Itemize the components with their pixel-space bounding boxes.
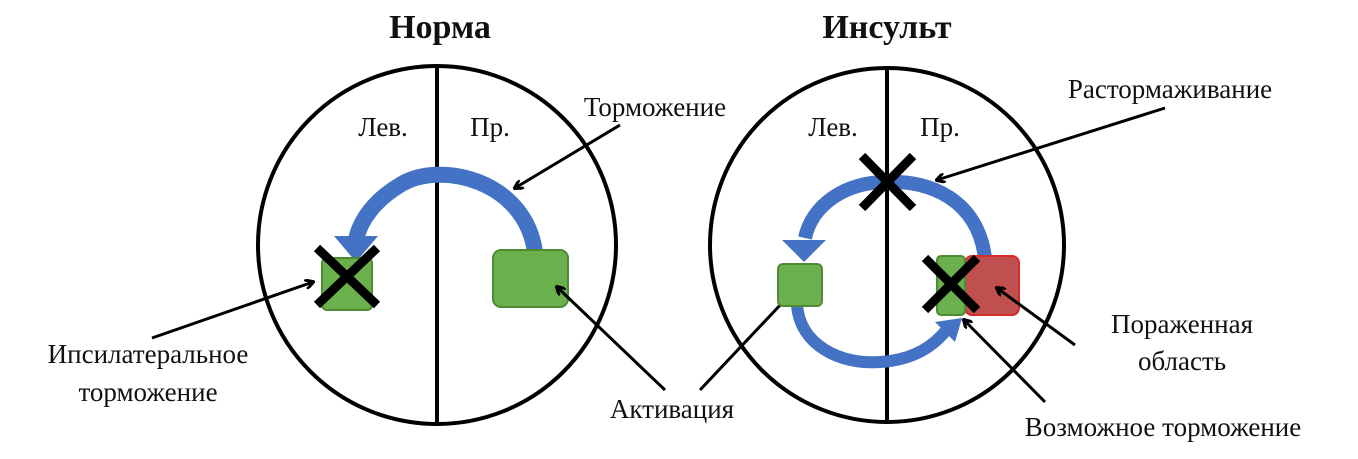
normal-title: Норма <box>389 9 491 46</box>
lesion-label-line2: область <box>1138 346 1226 376</box>
left-hemisphere-label: Лев. <box>358 112 408 142</box>
inhibition-label: Торможение <box>584 92 726 122</box>
activation-pointer-normal <box>557 287 667 392</box>
activation-label: Активация <box>610 394 734 424</box>
disinhibited-arrowhead <box>782 240 826 262</box>
stroke-title: Инсульт <box>822 9 952 46</box>
activated-area-box <box>492 249 569 308</box>
stroke-brain: Лев. Пр. <box>708 66 1066 424</box>
ipsilateral-pointer <box>151 282 313 340</box>
inhibited-area-box <box>321 257 373 311</box>
lesion-pointer <box>997 288 1076 347</box>
activation-arrowhead <box>935 318 962 342</box>
cross-icon <box>858 152 917 212</box>
disinhibition-label: Растормаживание <box>1068 74 1272 104</box>
inhibition-pointer <box>515 123 621 188</box>
disinhibition-pointer <box>937 106 1166 180</box>
activation-curved-arrow <box>791 304 953 369</box>
possible-inhibition-pointer <box>964 320 1047 404</box>
ipsilateral-label-line1: Ипсилатеральное <box>48 339 249 369</box>
possible-inhibition-label: Возможное торможение <box>1025 412 1302 442</box>
lesion-label-line1: Пораженная <box>1111 309 1253 339</box>
right-hemisphere-label: Пр. <box>470 112 510 142</box>
normal-brain: Лев. Пр. <box>256 64 618 426</box>
right-hemisphere-label: Пр. <box>920 112 960 142</box>
cross-icon <box>313 244 381 309</box>
left-hemisphere-label: Лев. <box>808 112 858 142</box>
contralateral-area-box <box>777 263 823 307</box>
inhibition-arrowhead <box>334 236 378 262</box>
cross-icon <box>921 254 981 314</box>
ipsilateral-label-line2: торможение <box>78 377 217 407</box>
inhibition-curved-arrow <box>348 166 543 254</box>
